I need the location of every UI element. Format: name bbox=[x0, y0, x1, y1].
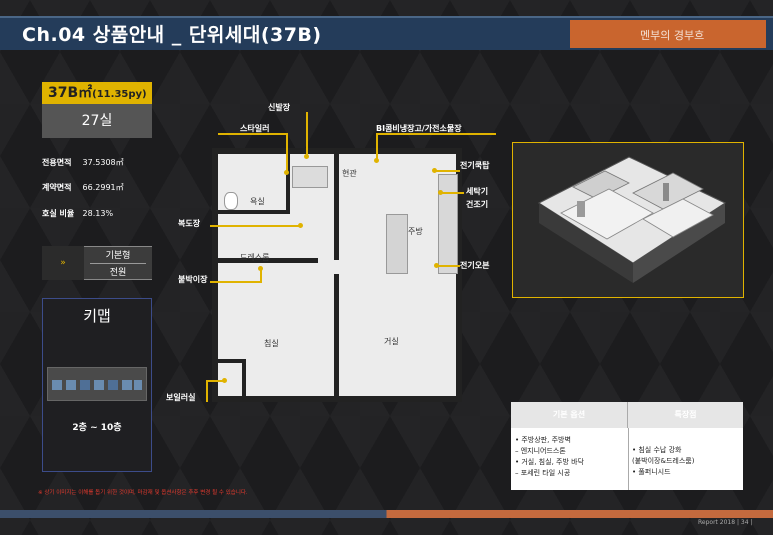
keymap-cell bbox=[122, 380, 132, 390]
spec-row: 전용면적 37.5308㎡ bbox=[42, 157, 162, 168]
room-label-living: 거실 bbox=[384, 337, 399, 346]
header-accent-line bbox=[0, 16, 773, 18]
spec-label: 호실 비율 bbox=[42, 209, 75, 218]
room-label-dress: 드레스룸 bbox=[240, 253, 270, 262]
options-special-line: • 풀퍼니시드 bbox=[632, 468, 671, 476]
keymap-cell bbox=[66, 380, 76, 390]
floor-plan: 욕실 현관 주방 드레스룸 침실 거실 bbox=[212, 148, 462, 402]
leader-dot bbox=[438, 190, 443, 195]
plan-wall bbox=[334, 154, 339, 260]
page-title: Ch.04 상품안내 _ 단위세대(37B) bbox=[22, 24, 322, 46]
spec-row: 호실 비율 28.13% bbox=[42, 208, 162, 219]
leader-dot bbox=[434, 263, 439, 268]
keymap-cell bbox=[80, 380, 90, 390]
leader-dot bbox=[432, 168, 437, 173]
plan-wall bbox=[334, 274, 339, 398]
callout-washer: 세탁기 bbox=[466, 187, 489, 196]
keymap-image bbox=[47, 367, 147, 401]
options-basic-line: – 엔지니어드스톤 bbox=[515, 447, 566, 455]
plan-wall bbox=[218, 210, 286, 214]
options-divider bbox=[628, 428, 629, 490]
leader-line bbox=[436, 265, 460, 267]
leader-dot bbox=[374, 158, 379, 163]
spec-value: 28.13% bbox=[82, 209, 114, 218]
type-divider bbox=[90, 263, 146, 264]
spec-value: 37.5308㎡ bbox=[82, 158, 124, 167]
leader-line bbox=[434, 170, 460, 172]
kitchen-counter bbox=[386, 214, 408, 274]
leader-line bbox=[210, 281, 262, 283]
plan-wall bbox=[218, 359, 242, 363]
leader-dot bbox=[298, 223, 303, 228]
leader-line bbox=[306, 112, 308, 156]
callout-shoe: 신발장 bbox=[268, 103, 291, 112]
options-special-header: 특장점 bbox=[628, 402, 743, 428]
plan-wall bbox=[218, 258, 318, 263]
leader-line bbox=[206, 380, 224, 382]
options-basic-line: – 포세린 타일 시공 bbox=[515, 469, 571, 477]
options-basic-header: 기본 옵션 bbox=[511, 402, 628, 428]
brand-box bbox=[570, 20, 766, 48]
spec-label: 계약면적 bbox=[42, 183, 72, 192]
entrance-area bbox=[292, 166, 328, 188]
leader-dot bbox=[258, 266, 263, 271]
keymap-cell bbox=[134, 380, 142, 390]
keymap-title: 키맵 bbox=[83, 307, 111, 325]
footnote: ※ 상기 이미지는 이해를 돕기 위한 것이며, 마감재 및 옵션사항은 추후 … bbox=[38, 490, 248, 496]
report-page-number: Report 2018 | 34 | bbox=[698, 519, 753, 526]
leader-line bbox=[210, 225, 300, 227]
options-special-line: • 침실 수납 강화 bbox=[632, 446, 682, 454]
type-option-full[interactable]: 전원 bbox=[109, 268, 127, 278]
leader-line bbox=[218, 133, 288, 135]
leader-line bbox=[376, 133, 378, 161]
room-label-kitchen: 주방 bbox=[408, 227, 423, 236]
callout-hallway: 복도장 bbox=[178, 219, 201, 228]
type-option-basic[interactable]: 기본형 bbox=[105, 251, 131, 261]
options-basic-line: • 주방상판, 주방벽 bbox=[515, 436, 571, 444]
plan-wall bbox=[242, 359, 246, 399]
bottom-bar bbox=[0, 510, 773, 518]
keymap-cell bbox=[94, 380, 104, 390]
type-arrow-icon: » bbox=[42, 246, 84, 280]
callout-builtin: 붙박이장 bbox=[178, 275, 208, 284]
keymap-cell bbox=[52, 380, 62, 390]
room-label-bath: 욕실 bbox=[250, 197, 265, 206]
options-special-line: (붙박이장&드레스룸) bbox=[632, 457, 695, 465]
leader-line bbox=[440, 192, 464, 194]
callout-styler: 스타일러 bbox=[240, 124, 270, 133]
unit-type-py: (11.35py) bbox=[92, 89, 147, 100]
leader-line bbox=[376, 133, 496, 135]
keymap-floors: 2층 ~ 10층 bbox=[72, 423, 122, 433]
callout-oven: 전기오븐 bbox=[460, 261, 490, 270]
toilet-fixture bbox=[224, 192, 238, 210]
leader-line bbox=[260, 268, 262, 283]
room-label-entrance: 현관 bbox=[342, 169, 357, 178]
unit-3d-illustration bbox=[537, 156, 727, 283]
options-basic-line: • 거실, 침실, 주방 바닥 bbox=[515, 458, 584, 466]
kitchen-cabinet bbox=[438, 174, 458, 274]
leader-dot bbox=[284, 170, 289, 175]
callout-dryer: 건조기 bbox=[466, 200, 489, 209]
leader-dot bbox=[304, 154, 309, 159]
unit-3d-view bbox=[512, 142, 744, 298]
leader-line bbox=[206, 380, 208, 402]
keymap-cell bbox=[108, 380, 118, 390]
brand-logo-text: 멘부의 경부흐 bbox=[640, 29, 705, 42]
callout-fridge: BI콤비냉장고/가전소물장 bbox=[376, 124, 462, 133]
unit-type-main: 37B㎡ bbox=[48, 85, 93, 101]
callout-cooktop: 전기쿡탑 bbox=[460, 161, 490, 170]
spec-label: 전용면적 bbox=[42, 158, 72, 167]
plan-wall bbox=[286, 154, 290, 214]
unit-count: 27실 bbox=[42, 104, 152, 138]
leader-line bbox=[286, 133, 288, 173]
room-label-bedroom: 침실 bbox=[264, 339, 279, 348]
spec-value: 66.2991㎡ bbox=[82, 183, 124, 192]
callout-boiler: 보일러실 bbox=[166, 393, 196, 402]
spec-row: 계약면적 66.2991㎡ bbox=[42, 182, 162, 193]
unit-type-badge: 37B㎡(11.35py) bbox=[42, 82, 152, 104]
leader-dot bbox=[222, 378, 227, 383]
